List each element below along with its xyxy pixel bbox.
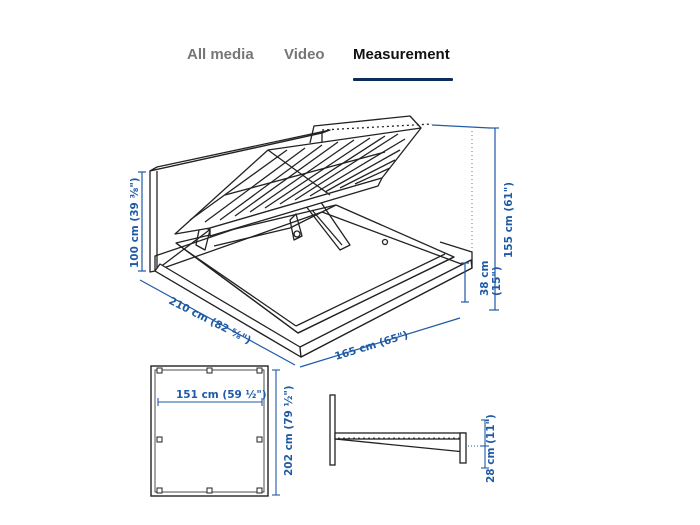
bed-illustration (149, 115, 473, 358)
total-height-label: 155 cm (61") (503, 182, 515, 258)
frame-height-inch-label: (15") (491, 266, 503, 296)
dimension-lines (138, 124, 499, 368)
media-tabs: All media Video Measurement (0, 0, 700, 90)
frame-height-label: 38 cm (479, 261, 491, 296)
floor-clearance-label: 28 cm (11") (485, 414, 497, 483)
tab-video[interactable]: Video (284, 46, 325, 63)
active-tab-underline (353, 78, 453, 81)
inner-width-label: 151 cm (59 ½") (176, 389, 267, 401)
headboard-height-label: 100 cm (39 ⅜") (129, 177, 141, 268)
side-view (329, 394, 489, 469)
inner-length-label: 202 cm (79 ½") (283, 385, 295, 476)
tab-measurement[interactable]: Measurement (353, 46, 450, 63)
top-view (150, 365, 280, 497)
tab-all-media[interactable]: All media (187, 46, 254, 63)
